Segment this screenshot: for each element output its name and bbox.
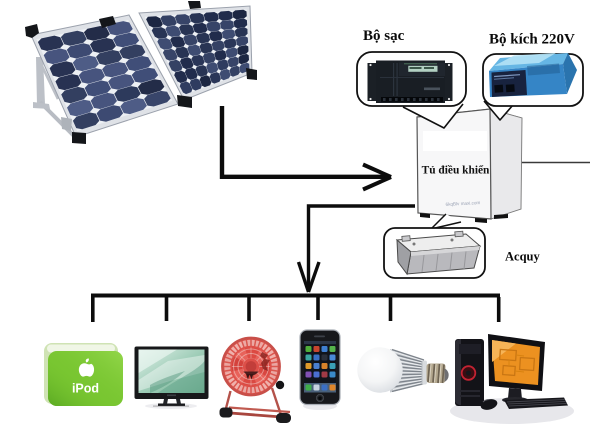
- svg-text:Bộ kích 220V: Bộ kích 220V: [489, 32, 575, 48]
- svg-text:iPod: iPod: [72, 382, 99, 396]
- svg-text:6kqBlv maxi.com: 6kqBlv maxi.com: [445, 200, 480, 207]
- svg-text:Acquy: Acquy: [505, 250, 540, 264]
- svg-text:Tủ điều khiển: Tủ điều khiển: [422, 165, 490, 177]
- svg-text:Bộ sạc: Bộ sạc: [363, 28, 405, 44]
